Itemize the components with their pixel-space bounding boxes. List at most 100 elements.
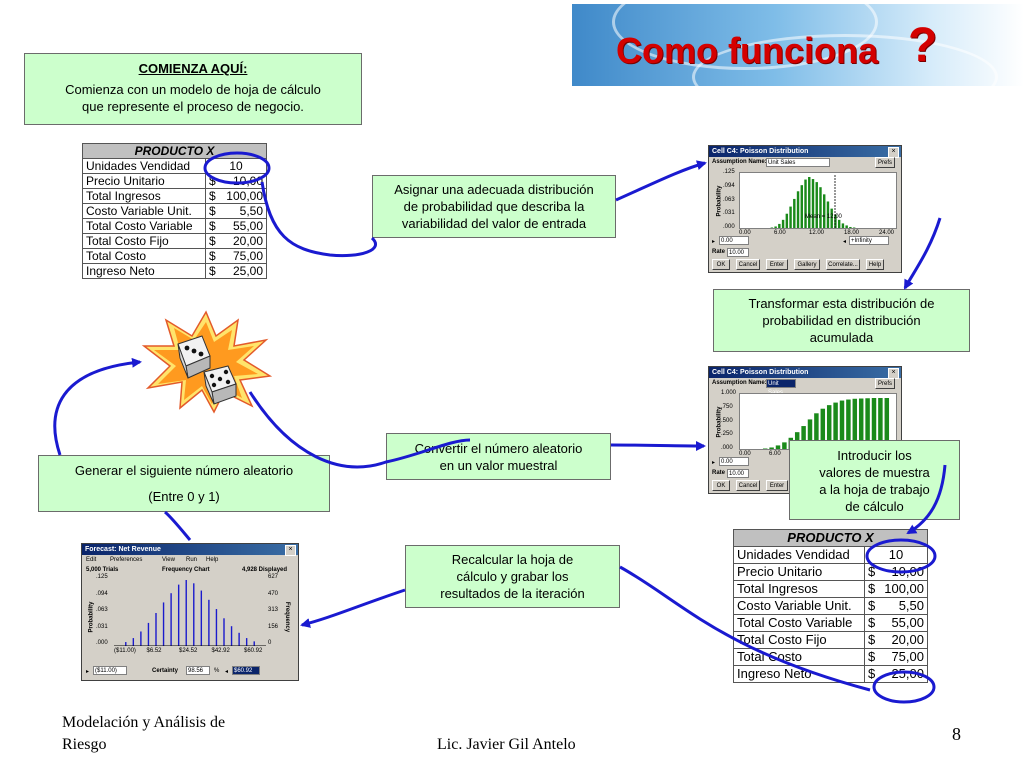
left-value-input[interactable]: ($11.00) [93, 666, 127, 675]
row-value-cell: $100,00 [864, 580, 928, 598]
chart-bar [800, 185, 803, 228]
currency-symbol: $ [868, 564, 876, 579]
row-label: Unidades Vendidad [82, 158, 206, 174]
menu-item[interactable]: Help [206, 557, 219, 563]
table-row: Total Costo Fijo$20,00 [82, 233, 267, 249]
chart-bar [849, 226, 852, 228]
dialog-button[interactable]: Enter [766, 259, 788, 270]
chart-bar [811, 179, 815, 228]
row-value: 75,00 [232, 249, 263, 263]
footer-author: Lic. Javier Gil Antelo [437, 736, 576, 753]
x-tick-label: 18.00 [844, 230, 860, 236]
rate-label: Rate [712, 249, 726, 255]
right-arrow-icon[interactable]: ◂ [225, 669, 229, 675]
chart-bar [769, 447, 774, 449]
menu-item[interactable]: Edit [86, 557, 97, 563]
dialog-button[interactable]: Cancel [736, 480, 760, 491]
table-row: Total Costo Variable$55,00 [733, 614, 928, 632]
table-row: Total Ingresos$100,00 [82, 188, 267, 204]
dialog-button[interactable]: Gallery [794, 259, 820, 270]
left-value-input[interactable]: 0.00 [719, 457, 749, 466]
currency-symbol: $ [868, 615, 876, 630]
window-title: Cell C4: Poisson Distribution [709, 146, 901, 157]
left-arrow-icon[interactable]: ▸ [86, 669, 90, 675]
row-value: 5,50 [239, 204, 263, 218]
displayed-count: 4,928 Displayed [242, 567, 288, 573]
assumption-name-input[interactable]: Unit Sales [766, 158, 830, 167]
table-row: Costo Variable Unit.$5,50 [733, 597, 928, 615]
row-value: 25,00 [891, 666, 924, 681]
row-value: 20,00 [232, 234, 263, 248]
left-value-input[interactable]: 0.00 [719, 236, 749, 245]
arrow-poisson-to-transform [903, 217, 942, 290]
mean-label: Mean = 12.00 [805, 214, 842, 220]
currency-symbol: $ [868, 598, 876, 613]
menu-item[interactable]: View [162, 557, 175, 563]
page-number: 8 [952, 724, 961, 744]
dialog-button[interactable]: OK [712, 480, 730, 491]
menu-item[interactable]: Run [186, 557, 198, 563]
table-row: Total Costo Variable$55,00 [82, 218, 267, 234]
left-arrow-icon[interactable]: ▸ [712, 460, 716, 466]
right-arrow-icon[interactable]: ◂ [843, 239, 847, 245]
row-value-cell: 10 [205, 158, 267, 174]
chart-bar [815, 182, 818, 228]
currency-symbol: $ [209, 174, 216, 188]
menu-item[interactable]: Preferences [110, 557, 143, 563]
left-arrow-icon[interactable]: ▸ [712, 239, 716, 245]
row-label: Total Costo [733, 648, 865, 666]
generate-text: Generar el siguiente número aleatorio [74, 463, 294, 478]
row-label: Costo Variable Unit. [733, 597, 865, 615]
y-tick-label: .031 [723, 210, 735, 217]
close-icon[interactable]: × [285, 545, 296, 556]
row-label: Ingreso Neto [733, 665, 865, 683]
rate-input[interactable]: 10.00 [727, 469, 749, 478]
currency-symbol: $ [868, 581, 876, 596]
x-tick-label: ($11.00) [114, 648, 136, 654]
certainty-input[interactable]: 98.56 [186, 666, 210, 675]
dialog-button[interactable]: Correlate... [826, 259, 860, 270]
x-tick-label: 6.00 [774, 230, 786, 236]
row-label: Precio Unitario [733, 563, 865, 581]
chart-bar [841, 223, 845, 228]
dialog-button[interactable]: Help [866, 259, 884, 270]
row-value-cell: $5,50 [205, 203, 267, 219]
table-row: Total Costo$75,00 [733, 648, 928, 666]
chart-name: Frequency Chart [162, 567, 210, 573]
window-title: Forecast: Net Revenue [82, 544, 298, 555]
assumption-name-input[interactable]: Unit Sales [766, 379, 796, 396]
chart-bar [796, 191, 800, 228]
frequency-axis-label: Frequency [284, 601, 291, 633]
y-tick-label: 470 [268, 590, 279, 597]
y-tick-label: .500 [721, 417, 733, 424]
y-tick-label: .063 [96, 607, 108, 613]
chart-bar [789, 206, 792, 228]
row-label: Costo Variable Unit. [82, 203, 206, 219]
right-value-input[interactable]: +Infinity [849, 236, 889, 245]
assign-text: de probabilidad que describa la [403, 199, 585, 214]
dialog-button[interactable]: Cancel [736, 259, 760, 270]
right-value-input[interactable]: $60.92 [232, 666, 260, 675]
y-tick-label: 1.000 [721, 390, 737, 396]
chart-bar [819, 187, 822, 228]
rate-input[interactable]: 10.00 [727, 248, 749, 257]
dialog-button[interactable]: Enter [766, 480, 788, 491]
prefs-button[interactable]: Prefs [875, 157, 895, 168]
table-header: PRODUCTO X [82, 143, 267, 159]
arrow-recalc-to-forecast [300, 588, 406, 628]
chart-bar [808, 177, 811, 228]
step-convert-box: Convertir el número aleatorio en un valo… [386, 433, 611, 480]
currency-symbol: $ [209, 189, 216, 203]
chart-bar [801, 426, 806, 449]
row-label: Ingreso Neto [82, 263, 206, 279]
chart-bar [845, 225, 848, 228]
chart-bar [785, 213, 789, 228]
prefs-button[interactable]: Prefs [875, 378, 895, 389]
assign-text: Asignar una adecuada distribución [394, 182, 594, 197]
introduce-text: Introducir los [837, 448, 912, 463]
y-tick-label: .250 [721, 431, 733, 438]
table-row: Total Ingresos$100,00 [733, 580, 928, 598]
row-label: Total Costo Fijo [733, 631, 865, 649]
dialog-button[interactable]: OK [712, 259, 730, 270]
